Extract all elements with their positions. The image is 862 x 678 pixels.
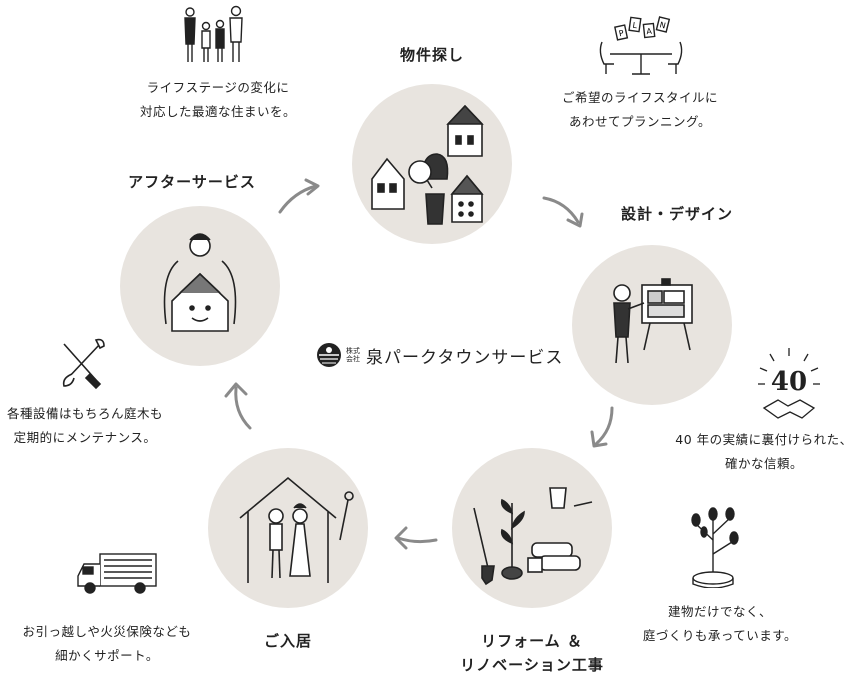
note-moving-line1: お引っ越しや火災保険なども: [22, 624, 192, 639]
house-hug-illustration: [163, 233, 237, 332]
note-maintenance: 各種設備はもちろん庭木も 定期的にメンテナンス。: [0, 402, 170, 450]
note-plan-line1: ご希望のライフスタイルに: [561, 90, 718, 105]
note-garden: 建物だけでなく、 庭づくりも承っています。: [620, 600, 820, 648]
logo-corporate-prefix: 株式 会社: [346, 347, 360, 363]
step-title-reform-line1: リフォーム ＆: [481, 632, 583, 650]
search-circle: [352, 84, 512, 244]
note-maintenance-line1: 各種設備はもちろん庭木も: [6, 406, 163, 421]
plan-table-icon: P L A N: [599, 16, 683, 75]
note-plan-line2: あわせてプランニング。: [568, 114, 711, 129]
logo-brand-name: 泉パークタウンサービス: [366, 347, 564, 368]
step-title-reform-line2: リノベーション工事: [460, 656, 604, 674]
couple-house-illustration: [239, 476, 354, 583]
design-circle: [572, 245, 732, 405]
arrow-reform-to-movein: [394, 526, 438, 550]
moving-truck-icon: [77, 553, 157, 594]
movein-circle: [208, 448, 368, 608]
reform-circle: [452, 448, 612, 608]
step-title-after: アフターサービス: [128, 173, 256, 191]
note-garden-line2: 庭づくりも承っています。: [642, 628, 798, 643]
logo-prefix-line2: 会社: [346, 355, 360, 363]
logo-prefix-line1: 株式: [346, 347, 360, 355]
note-years-line2: 確かな信頼。: [724, 456, 803, 471]
step-title-search: 物件探し: [399, 46, 464, 64]
family-icon: [184, 5, 243, 62]
handshake-40-badge-icon: 40: [758, 348, 820, 419]
note-family-line1: ライフステージの変化に: [146, 80, 290, 95]
plan-letter-l: L: [632, 21, 638, 31]
tree-icon: [691, 507, 739, 588]
note-family-line2: 対応した最適な住まいを。: [139, 104, 296, 119]
arrow-after-to-search: [278, 178, 320, 214]
note-maintenance-line2: 定期的にメンテナンス。: [13, 430, 157, 445]
garden-tools-illustration: [473, 487, 593, 586]
arrow-movein-to-after: [224, 382, 252, 430]
wrench-screwdriver-icon: [62, 338, 105, 390]
after-circle: [120, 206, 280, 366]
note-moving-line2: 細かくサポート。: [55, 648, 159, 663]
company-logo: 株式 会社 泉パークタウンサービス: [316, 342, 563, 368]
designer-illustration: [613, 278, 693, 364]
logo-mark-icon: [317, 343, 341, 367]
plan-letter-p: P: [618, 29, 625, 39]
plan-letter-n: N: [659, 20, 667, 30]
plan-letter-a: A: [646, 27, 653, 37]
note-garden-line1: 建物だけでなく、: [667, 604, 772, 619]
note-plan: ご希望のライフスタイルに あわせてプランニング。: [540, 86, 740, 134]
note-moving: お引っ越しや火災保険なども 細かくサポート。: [4, 620, 210, 668]
step-title-design: 設計・デザイン: [620, 205, 733, 223]
step-title-movein: ご入居: [263, 632, 312, 650]
house-search-illustration: [371, 104, 484, 225]
badge-number: 40: [771, 367, 807, 397]
arrow-search-to-design: [542, 196, 584, 228]
note-years: 40 年の実績に裏付けられた、 確かな信頼。: [666, 428, 862, 476]
note-years-line1: 40 年の実績に裏付けられた、: [675, 432, 853, 447]
arrow-design-to-reform: [590, 406, 614, 448]
note-family: ライフステージの変化に 対応した最適な住まいを。: [118, 76, 318, 124]
